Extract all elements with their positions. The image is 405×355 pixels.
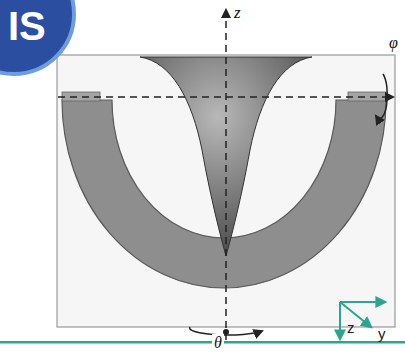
logo-text: IS <box>8 4 46 48</box>
axis-label: z <box>234 4 241 23</box>
angle-label: φ <box>389 34 398 52</box>
logo-badge <box>0 0 74 74</box>
phi-axis <box>58 96 393 98</box>
theta-rotation-arrow <box>190 327 262 335</box>
frame-axis <box>340 302 371 327</box>
ring-tab <box>348 92 386 101</box>
frame-axis <box>340 301 385 303</box>
z-axis <box>225 10 227 340</box>
axis-label: y <box>378 326 386 343</box>
axis-pivot <box>223 329 229 335</box>
angle-label: θ <box>212 334 224 352</box>
axis-label: z <box>347 320 355 337</box>
footer-bar <box>0 341 405 344</box>
phi-rotation-arrow <box>376 74 387 118</box>
frame-axis <box>339 302 341 339</box>
